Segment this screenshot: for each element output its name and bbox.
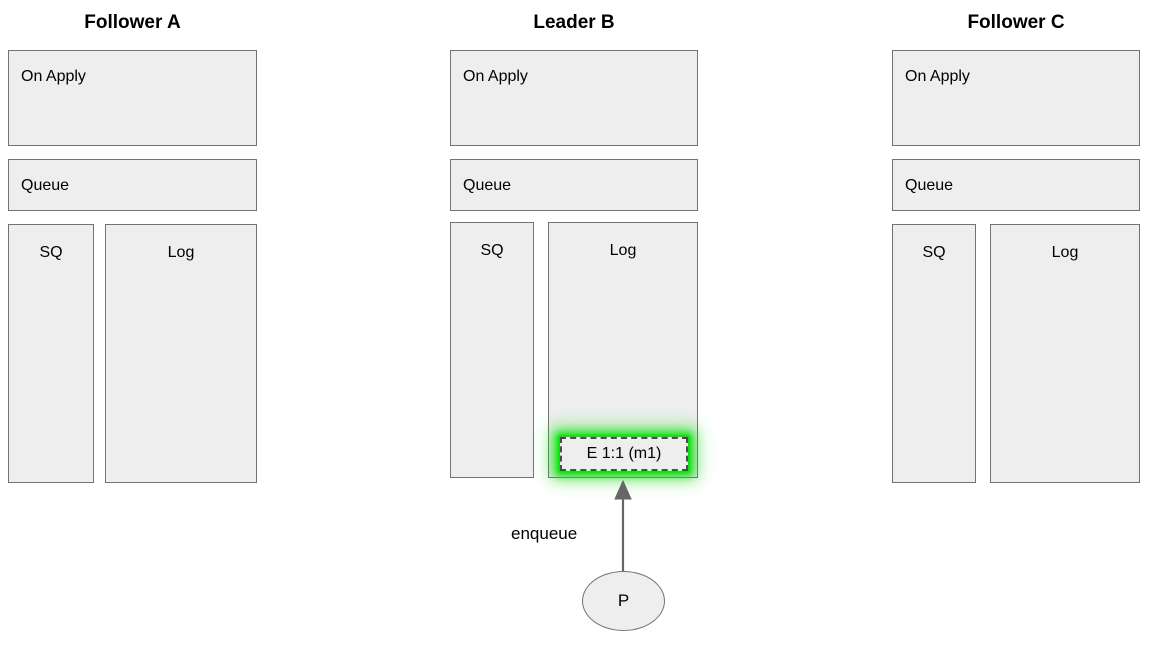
leader-b-queue-label: Queue [463, 177, 512, 194]
follower-c-on-apply-label: On Apply [905, 68, 970, 85]
follower-a-log-box[interactable]: Log [105, 224, 257, 483]
follower-c-sq-label: SQ [922, 244, 946, 261]
leader-b-on-apply-box[interactable]: On Apply [450, 50, 698, 146]
node-title-leader-b: Leader B [533, 12, 615, 33]
leader-b-on-apply-label: On Apply [463, 68, 528, 85]
follower-c-log-box[interactable]: Log [990, 224, 1140, 483]
follower-c-log-label: Log [1051, 244, 1079, 261]
leader-b-log-box[interactable]: Log [548, 222, 698, 478]
leader-b-sq-box[interactable]: SQ [450, 222, 534, 478]
leader-b-sq-label: SQ [480, 242, 504, 259]
leader-b-queue-box[interactable]: Queue [450, 159, 698, 211]
follower-c-on-apply-box[interactable]: On Apply [892, 50, 1140, 146]
follower-c-queue-label: Queue [905, 177, 954, 194]
leader-b-log-label: Log [609, 242, 637, 259]
follower-a-on-apply-label: On Apply [21, 68, 86, 85]
follower-a-queue-label: Queue [21, 177, 70, 194]
node-title-follower-c: Follower C [967, 12, 1065, 33]
node-title-follower-a: Follower A [84, 12, 181, 33]
follower-c-sq-box[interactable]: SQ [892, 224, 976, 483]
enqueue-edge-label: enqueue [511, 524, 578, 543]
follower-a-sq-box[interactable]: SQ [8, 224, 94, 483]
producer-node[interactable]: P [582, 571, 665, 631]
follower-a-sq-label: SQ [39, 244, 63, 261]
follower-a-log-label: Log [167, 244, 195, 261]
follower-a-queue-box[interactable]: Queue [8, 159, 257, 211]
follower-c-queue-box[interactable]: Queue [892, 159, 1140, 211]
leader-b-log-entry-highlighted[interactable]: E 1:1 (m1) [560, 437, 688, 471]
follower-a-on-apply-box[interactable]: On Apply [8, 50, 257, 146]
